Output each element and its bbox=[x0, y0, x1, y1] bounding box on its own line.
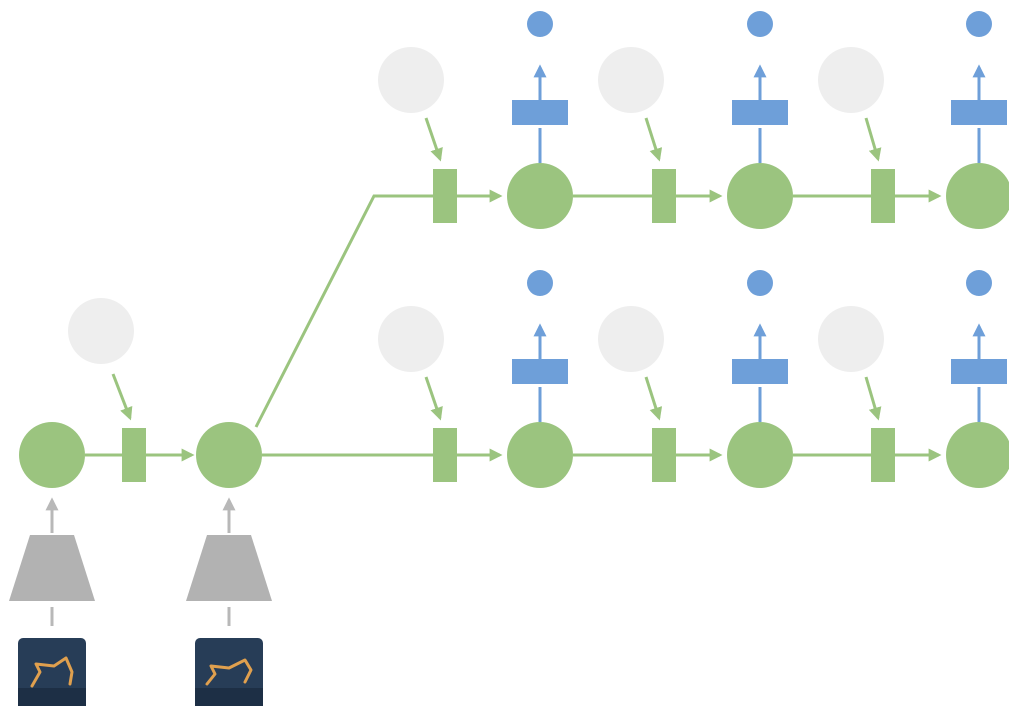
top-output-1 bbox=[527, 11, 553, 37]
top-decoder-2 bbox=[732, 100, 788, 125]
top-output-3 bbox=[966, 11, 992, 37]
top-transition-2 bbox=[652, 169, 676, 223]
edge-state2-to-top-branch bbox=[254, 194, 433, 428]
top-output-2 bbox=[747, 11, 773, 37]
top-arrow-latent3-to-transition3 bbox=[864, 117, 882, 162]
bottom-output-1 bbox=[527, 270, 553, 296]
frame-1-walker bbox=[30, 656, 74, 688]
bottom-latent-sample-2 bbox=[598, 306, 664, 372]
bottom-decoder-1 bbox=[512, 359, 568, 384]
top-latent-sample-1 bbox=[378, 47, 444, 113]
top-predicted-state-1 bbox=[507, 163, 573, 229]
context-state-2 bbox=[196, 422, 262, 488]
bottom-output-3 bbox=[966, 270, 992, 296]
encoder-1 bbox=[9, 535, 95, 601]
top-transition-1 bbox=[433, 169, 457, 223]
bottom-predicted-state-2 bbox=[727, 422, 793, 488]
context-latent-sample bbox=[68, 298, 134, 364]
top-arrow-latent1-to-transition1 bbox=[424, 117, 443, 162]
bottom-latent-sample-1 bbox=[378, 306, 444, 372]
bottom-output-2 bbox=[747, 270, 773, 296]
frame-1-ground bbox=[18, 688, 86, 706]
top-transition-3 bbox=[871, 169, 895, 223]
bottom-transition-1 bbox=[433, 428, 457, 482]
frame-2-ground bbox=[195, 688, 263, 706]
context-state-1 bbox=[19, 422, 85, 488]
bottom-arrow-latent1-to-transition1 bbox=[424, 376, 443, 421]
context-transition bbox=[122, 428, 146, 482]
encoder-2 bbox=[186, 535, 272, 601]
bottom-transition-3 bbox=[871, 428, 895, 482]
frame-2-walker bbox=[205, 658, 253, 686]
top-predicted-state-2 bbox=[727, 163, 793, 229]
walker-frame-icon-2 bbox=[195, 638, 263, 706]
top-arrow-latent2-to-transition2 bbox=[644, 117, 663, 162]
bottom-transition-2 bbox=[652, 428, 676, 482]
top-decoder-3 bbox=[951, 100, 1007, 125]
bottom-latent-sample-3 bbox=[818, 306, 884, 372]
bottom-arrow-latent2-to-transition2 bbox=[644, 376, 663, 421]
bottom-decoder-2 bbox=[732, 359, 788, 384]
top-latent-sample-3 bbox=[818, 47, 884, 113]
arrow-context-latent-to-transition bbox=[111, 373, 133, 421]
top-decoder-1 bbox=[512, 100, 568, 125]
bottom-predicted-state-3 bbox=[946, 422, 1009, 488]
top-predicted-state-3 bbox=[946, 163, 1009, 229]
bottom-predicted-state-1 bbox=[507, 422, 573, 488]
bottom-decoder-3 bbox=[951, 359, 1007, 384]
top-latent-sample-2 bbox=[598, 47, 664, 113]
bottom-arrow-latent3-to-transition3 bbox=[864, 376, 882, 421]
walker-frame-icon-1 bbox=[18, 638, 86, 706]
